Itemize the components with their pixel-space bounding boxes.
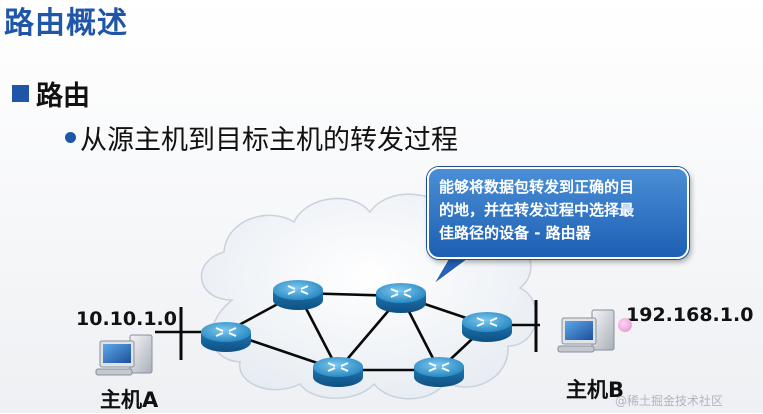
host-b-label: 主机B — [566, 378, 625, 402]
host-a-label: 主机A — [100, 388, 159, 412]
round-bullet-icon — [65, 132, 76, 143]
callout-line: 的地，并在转发过程中选择最 — [439, 201, 635, 219]
host-b-network-address: 192.168.1.0 — [626, 304, 754, 326]
watermark-text: @稀土掘金技术社区 — [615, 394, 724, 408]
computer-icon-host-b — [557, 309, 615, 353]
router-definition-callout: 能够将数据包转发到正确的目 的地，并在转发过程中选择最 佳路径的设备 - 路由器 — [427, 167, 689, 259]
routers — [201, 280, 512, 387]
computer-icon-host-a — [95, 334, 153, 376]
pointer-dot — [618, 318, 632, 332]
page-title: 路由概述 — [4, 6, 128, 41]
router-icon — [376, 283, 426, 313]
host-a-network-address: 10.10.1.0 — [76, 308, 177, 330]
bullet-level1: 路由 — [12, 74, 90, 113]
bullet-level2: 从源主机到目标主机的转发过程 — [65, 118, 458, 157]
callout-line: 佳路径的设备 - 路由器 — [439, 224, 591, 242]
router-icon — [201, 322, 251, 352]
router-icon — [414, 357, 464, 387]
bullet-level2-text: 从源主机到目标主机的转发过程 — [80, 125, 458, 156]
bullet-level1-text: 路由 — [36, 81, 90, 112]
router-icon — [313, 357, 363, 387]
router-icon — [462, 312, 512, 342]
callout-line: 能够将数据包转发到正确的目 — [439, 178, 635, 196]
square-bullet-icon — [12, 85, 29, 102]
router-icon — [273, 280, 323, 310]
